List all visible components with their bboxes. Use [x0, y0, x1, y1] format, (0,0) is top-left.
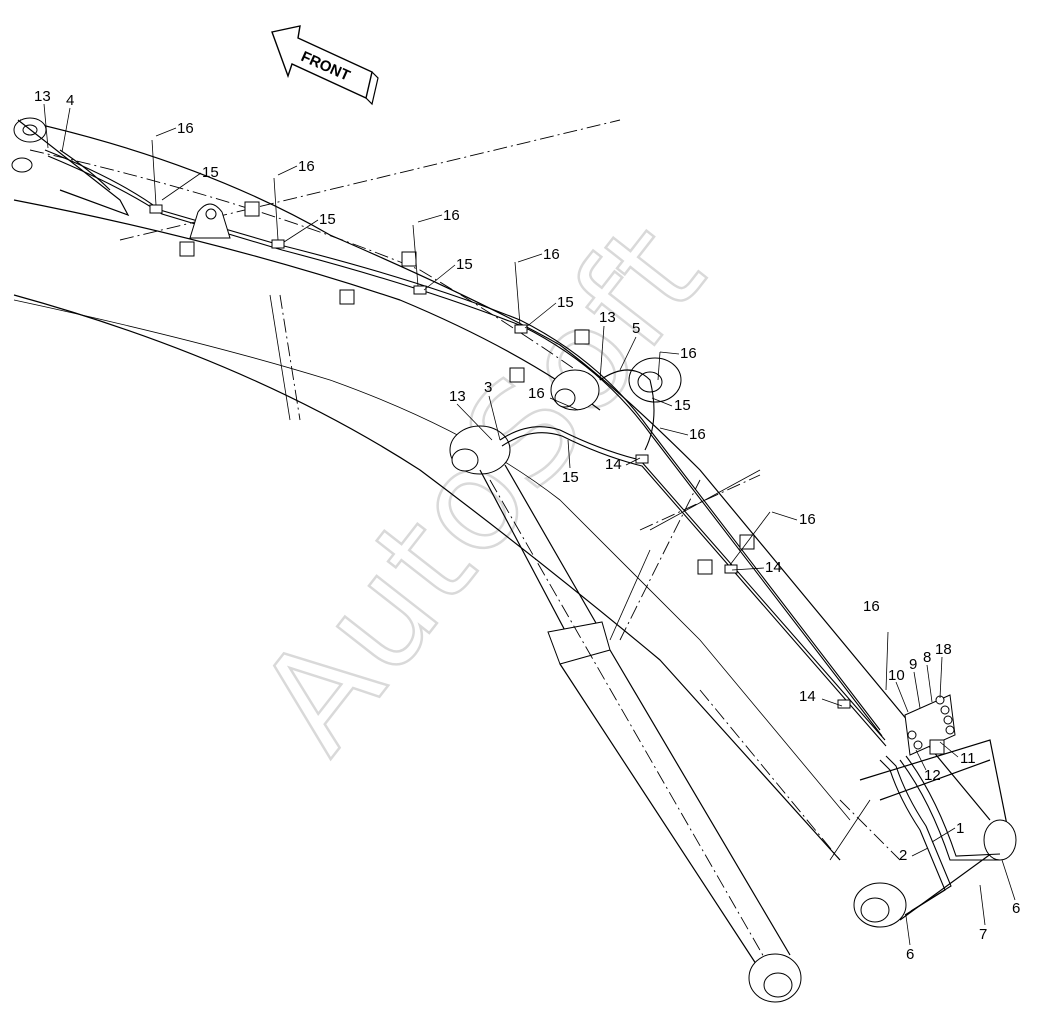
- callout-16: 16: [680, 345, 697, 362]
- callout-14: 14: [605, 456, 622, 473]
- callout-13: 13: [34, 88, 51, 105]
- callout-13: 13: [449, 388, 466, 405]
- callout-16: 16: [528, 385, 545, 402]
- callout-16: 16: [689, 426, 706, 443]
- callout-6: 6: [906, 946, 914, 963]
- callout-16: 16: [177, 120, 194, 137]
- callout-3: 3: [484, 379, 492, 396]
- callout-16: 16: [863, 598, 880, 615]
- callout-12: 12: [924, 767, 941, 784]
- callout-15: 15: [557, 294, 574, 311]
- boom-head: [11, 117, 130, 217]
- callout-7: 7: [979, 926, 987, 943]
- callout-15: 15: [202, 164, 219, 181]
- clamps-and-bolts: [149, 139, 945, 755]
- leader-lines: [43, 103, 1016, 946]
- boom-body: [13, 119, 1011, 921]
- callout-16: 16: [298, 158, 315, 175]
- cylinder-pivots: [449, 357, 1017, 928]
- callout-16: 16: [799, 511, 816, 528]
- callout-15: 15: [319, 211, 336, 228]
- callout-13: 13: [599, 309, 616, 326]
- callout-15: 15: [674, 397, 691, 414]
- callout-4: 4: [66, 92, 74, 109]
- front-arrow: FRONT: [271, 25, 379, 106]
- callout-10: 10: [888, 667, 905, 684]
- callout-14: 14: [765, 559, 782, 576]
- callout-15: 15: [456, 256, 473, 273]
- callout-14: 14: [799, 688, 816, 705]
- callout-6: 6: [1012, 900, 1020, 917]
- callout-11: 11: [960, 750, 976, 767]
- callout-8: 8: [923, 649, 931, 666]
- callout-15: 15: [562, 469, 579, 486]
- callout-labels: 13 4 16 16 15 15 16 15 16 15 13 5 16 13 …: [34, 88, 1020, 963]
- callout-18: 18: [935, 641, 952, 658]
- callout-9: 9: [909, 656, 917, 673]
- callout-1: 1: [956, 820, 964, 837]
- callout-5: 5: [632, 320, 640, 337]
- boom-cylinder: [479, 464, 802, 1003]
- callout-2: 2: [899, 847, 907, 864]
- callout-16: 16: [443, 207, 460, 224]
- callout-16: 16: [543, 246, 560, 263]
